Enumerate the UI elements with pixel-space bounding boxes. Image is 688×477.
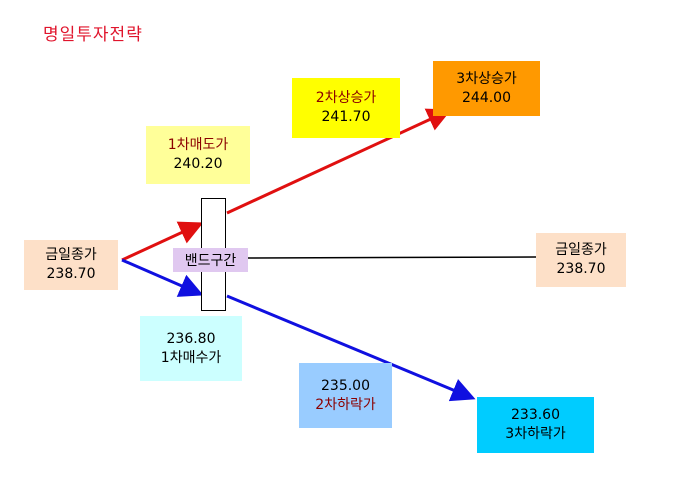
sell-1-box: 1차매도가 240.20 bbox=[146, 126, 250, 184]
band-zone-label: 밴드구간 bbox=[173, 248, 248, 272]
box-line1: 236.80 bbox=[166, 330, 216, 347]
box-line1: 235.00 bbox=[321, 377, 370, 394]
down-arrow-to-fall-3 bbox=[226, 294, 476, 402]
up-arrow-to-band bbox=[121, 221, 204, 262]
box-line1: 3차상승가 bbox=[456, 70, 517, 87]
box-line2: 241.70 bbox=[321, 109, 371, 125]
rise-2-box: 2차상승가 241.70 bbox=[292, 78, 400, 138]
fall-2-box: 235.00 2차하락가 bbox=[299, 363, 392, 428]
page-title: 명일투자전략 bbox=[43, 25, 143, 45]
buy-1-box: 236.80 1차매수가 bbox=[140, 316, 242, 381]
box-line1: 금일종가 bbox=[45, 247, 97, 263]
down-arrow-to-band bbox=[121, 258, 204, 297]
fall-3-box: 233.60 3차하락가 bbox=[477, 397, 594, 453]
box-line1: 233.60 bbox=[511, 407, 560, 423]
box-line1: 1차매도가 bbox=[167, 137, 229, 153]
today-close-right-box: 금일종가 238.70 bbox=[536, 233, 626, 287]
box-line2: 3차하락가 bbox=[505, 426, 566, 442]
box-line1: 금일종가 bbox=[555, 242, 607, 258]
box-line2: 2차하락가 bbox=[315, 396, 376, 413]
rise-3-box: 3차상승가 244.00 bbox=[433, 61, 540, 116]
box-line1: 2차상승가 bbox=[315, 90, 377, 106]
today-close-left-box: 금일종가 238.70 bbox=[24, 240, 118, 290]
box-line2: 1차매수가 bbox=[160, 349, 222, 366]
up-arrow-to-rise-3 bbox=[226, 108, 452, 215]
flat-line-to-close bbox=[247, 256, 537, 259]
box-line2: 240.20 bbox=[173, 156, 223, 172]
box-line2: 238.70 bbox=[556, 261, 606, 277]
box-line2: 244.00 bbox=[462, 89, 511, 106]
box-line2: 238.70 bbox=[46, 266, 96, 282]
